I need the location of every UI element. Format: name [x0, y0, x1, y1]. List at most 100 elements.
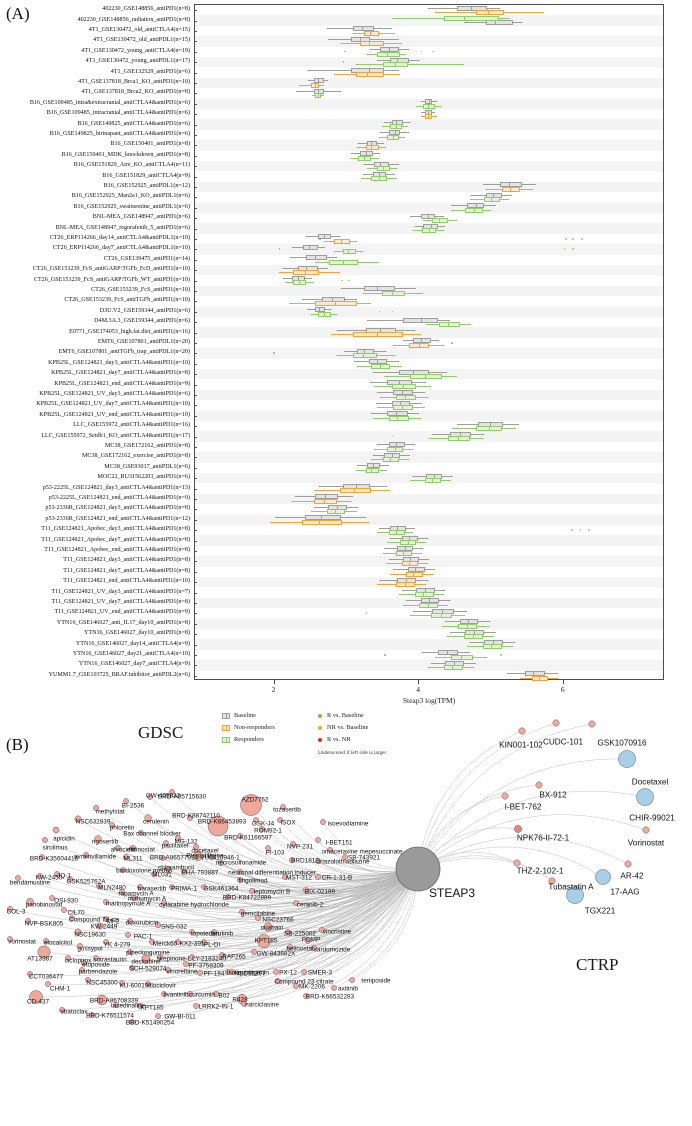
network-node[interactable]	[123, 798, 129, 804]
network-node[interactable]	[275, 978, 281, 984]
network-node[interactable]	[277, 817, 283, 823]
network-node[interactable]	[59, 1007, 65, 1013]
network-node[interactable]	[181, 869, 187, 875]
network-node[interactable]	[189, 929, 195, 935]
network-node[interactable]	[303, 993, 309, 999]
network-node[interactable]	[129, 965, 135, 971]
network-node[interactable]	[237, 877, 243, 883]
network-node[interactable]	[636, 788, 654, 806]
network-node[interactable]	[43, 938, 49, 944]
steap3-hub-node[interactable]	[395, 846, 441, 892]
network-node[interactable]	[37, 945, 51, 959]
network-node[interactable]	[7, 906, 13, 912]
network-node[interactable]	[209, 854, 215, 860]
network-node[interactable]	[175, 939, 181, 945]
network-node[interactable]	[289, 857, 295, 863]
network-node[interactable]	[259, 826, 265, 832]
network-node[interactable]	[201, 884, 207, 890]
network-node[interactable]	[160, 855, 166, 861]
network-node[interactable]	[96, 994, 108, 1006]
network-node[interactable]	[103, 916, 109, 922]
network-node[interactable]	[65, 955, 71, 961]
network-node[interactable]	[115, 845, 121, 851]
network-node[interactable]	[552, 719, 560, 727]
network-node[interactable]	[201, 939, 207, 945]
network-node[interactable]	[67, 876, 73, 882]
network-node[interactable]	[618, 750, 636, 768]
network-node[interactable]	[342, 854, 348, 860]
network-node[interactable]	[293, 900, 299, 906]
network-node[interactable]	[255, 915, 261, 921]
network-node[interactable]	[315, 874, 321, 880]
network-node[interactable]	[130, 845, 136, 851]
network-node[interactable]	[301, 969, 307, 975]
network-node[interactable]	[169, 789, 175, 795]
network-node[interactable]	[197, 970, 203, 976]
network-node[interactable]	[144, 814, 152, 822]
network-node[interactable]	[29, 990, 43, 1004]
network-node[interactable]	[26, 898, 34, 906]
network-node[interactable]	[27, 971, 33, 977]
network-node[interactable]	[103, 939, 109, 945]
network-node[interactable]	[165, 866, 171, 872]
network-node[interactable]	[189, 954, 195, 960]
network-node[interactable]	[211, 929, 217, 935]
network-node[interactable]	[81, 960, 87, 966]
network-node[interactable]	[165, 967, 171, 973]
network-node[interactable]	[96, 922, 104, 930]
network-node[interactable]	[207, 815, 229, 837]
network-node[interactable]	[169, 884, 175, 890]
network-node[interactable]	[229, 969, 235, 975]
network-node[interactable]	[54, 871, 60, 877]
network-node[interactable]	[265, 845, 271, 851]
network-node[interactable]	[15, 875, 21, 881]
network-node[interactable]	[155, 922, 161, 928]
network-node[interactable]	[213, 991, 219, 997]
network-node[interactable]	[219, 952, 225, 958]
network-node[interactable]	[155, 1013, 161, 1019]
network-node[interactable]	[137, 884, 143, 890]
network-node[interactable]	[293, 983, 299, 989]
network-node[interactable]	[518, 727, 526, 735]
network-node[interactable]	[7, 936, 13, 942]
network-node[interactable]	[319, 927, 325, 933]
network-node[interactable]	[138, 830, 144, 836]
network-node[interactable]	[175, 835, 181, 841]
network-node[interactable]	[349, 977, 355, 983]
network-node[interactable]	[161, 900, 167, 906]
network-node[interactable]	[49, 895, 55, 901]
network-node[interactable]	[280, 804, 286, 810]
network-node[interactable]	[39, 854, 45, 860]
network-node[interactable]	[93, 955, 99, 961]
network-node[interactable]	[85, 977, 91, 983]
network-node[interactable]	[77, 943, 83, 949]
network-node[interactable]	[89, 1012, 95, 1018]
network-node[interactable]	[624, 860, 632, 868]
network-node[interactable]	[74, 928, 82, 936]
network-node[interactable]	[113, 1002, 119, 1008]
network-node[interactable]	[94, 835, 102, 843]
network-node[interactable]	[145, 981, 151, 987]
network-node[interactable]	[193, 844, 199, 850]
network-node[interactable]	[42, 837, 48, 843]
network-node[interactable]	[305, 938, 311, 944]
network-node[interactable]	[285, 929, 291, 935]
network-node[interactable]	[566, 886, 584, 904]
network-node[interactable]	[96, 883, 102, 889]
network-node[interactable]	[218, 860, 224, 866]
network-node[interactable]	[225, 894, 231, 900]
network-node[interactable]	[127, 949, 133, 955]
network-node[interactable]	[320, 819, 326, 825]
network-node[interactable]	[52, 826, 60, 834]
network-node[interactable]	[253, 817, 259, 823]
network-node[interactable]	[161, 991, 167, 997]
network-node[interactable]	[74, 815, 82, 823]
network-node[interactable]	[123, 854, 129, 860]
network-node[interactable]	[131, 895, 137, 901]
network-node[interactable]	[241, 1001, 247, 1007]
network-node[interactable]	[239, 909, 245, 915]
network-node[interactable]	[282, 874, 288, 880]
network-node[interactable]	[315, 837, 321, 843]
network-node[interactable]	[119, 980, 125, 986]
network-node[interactable]	[311, 945, 317, 951]
